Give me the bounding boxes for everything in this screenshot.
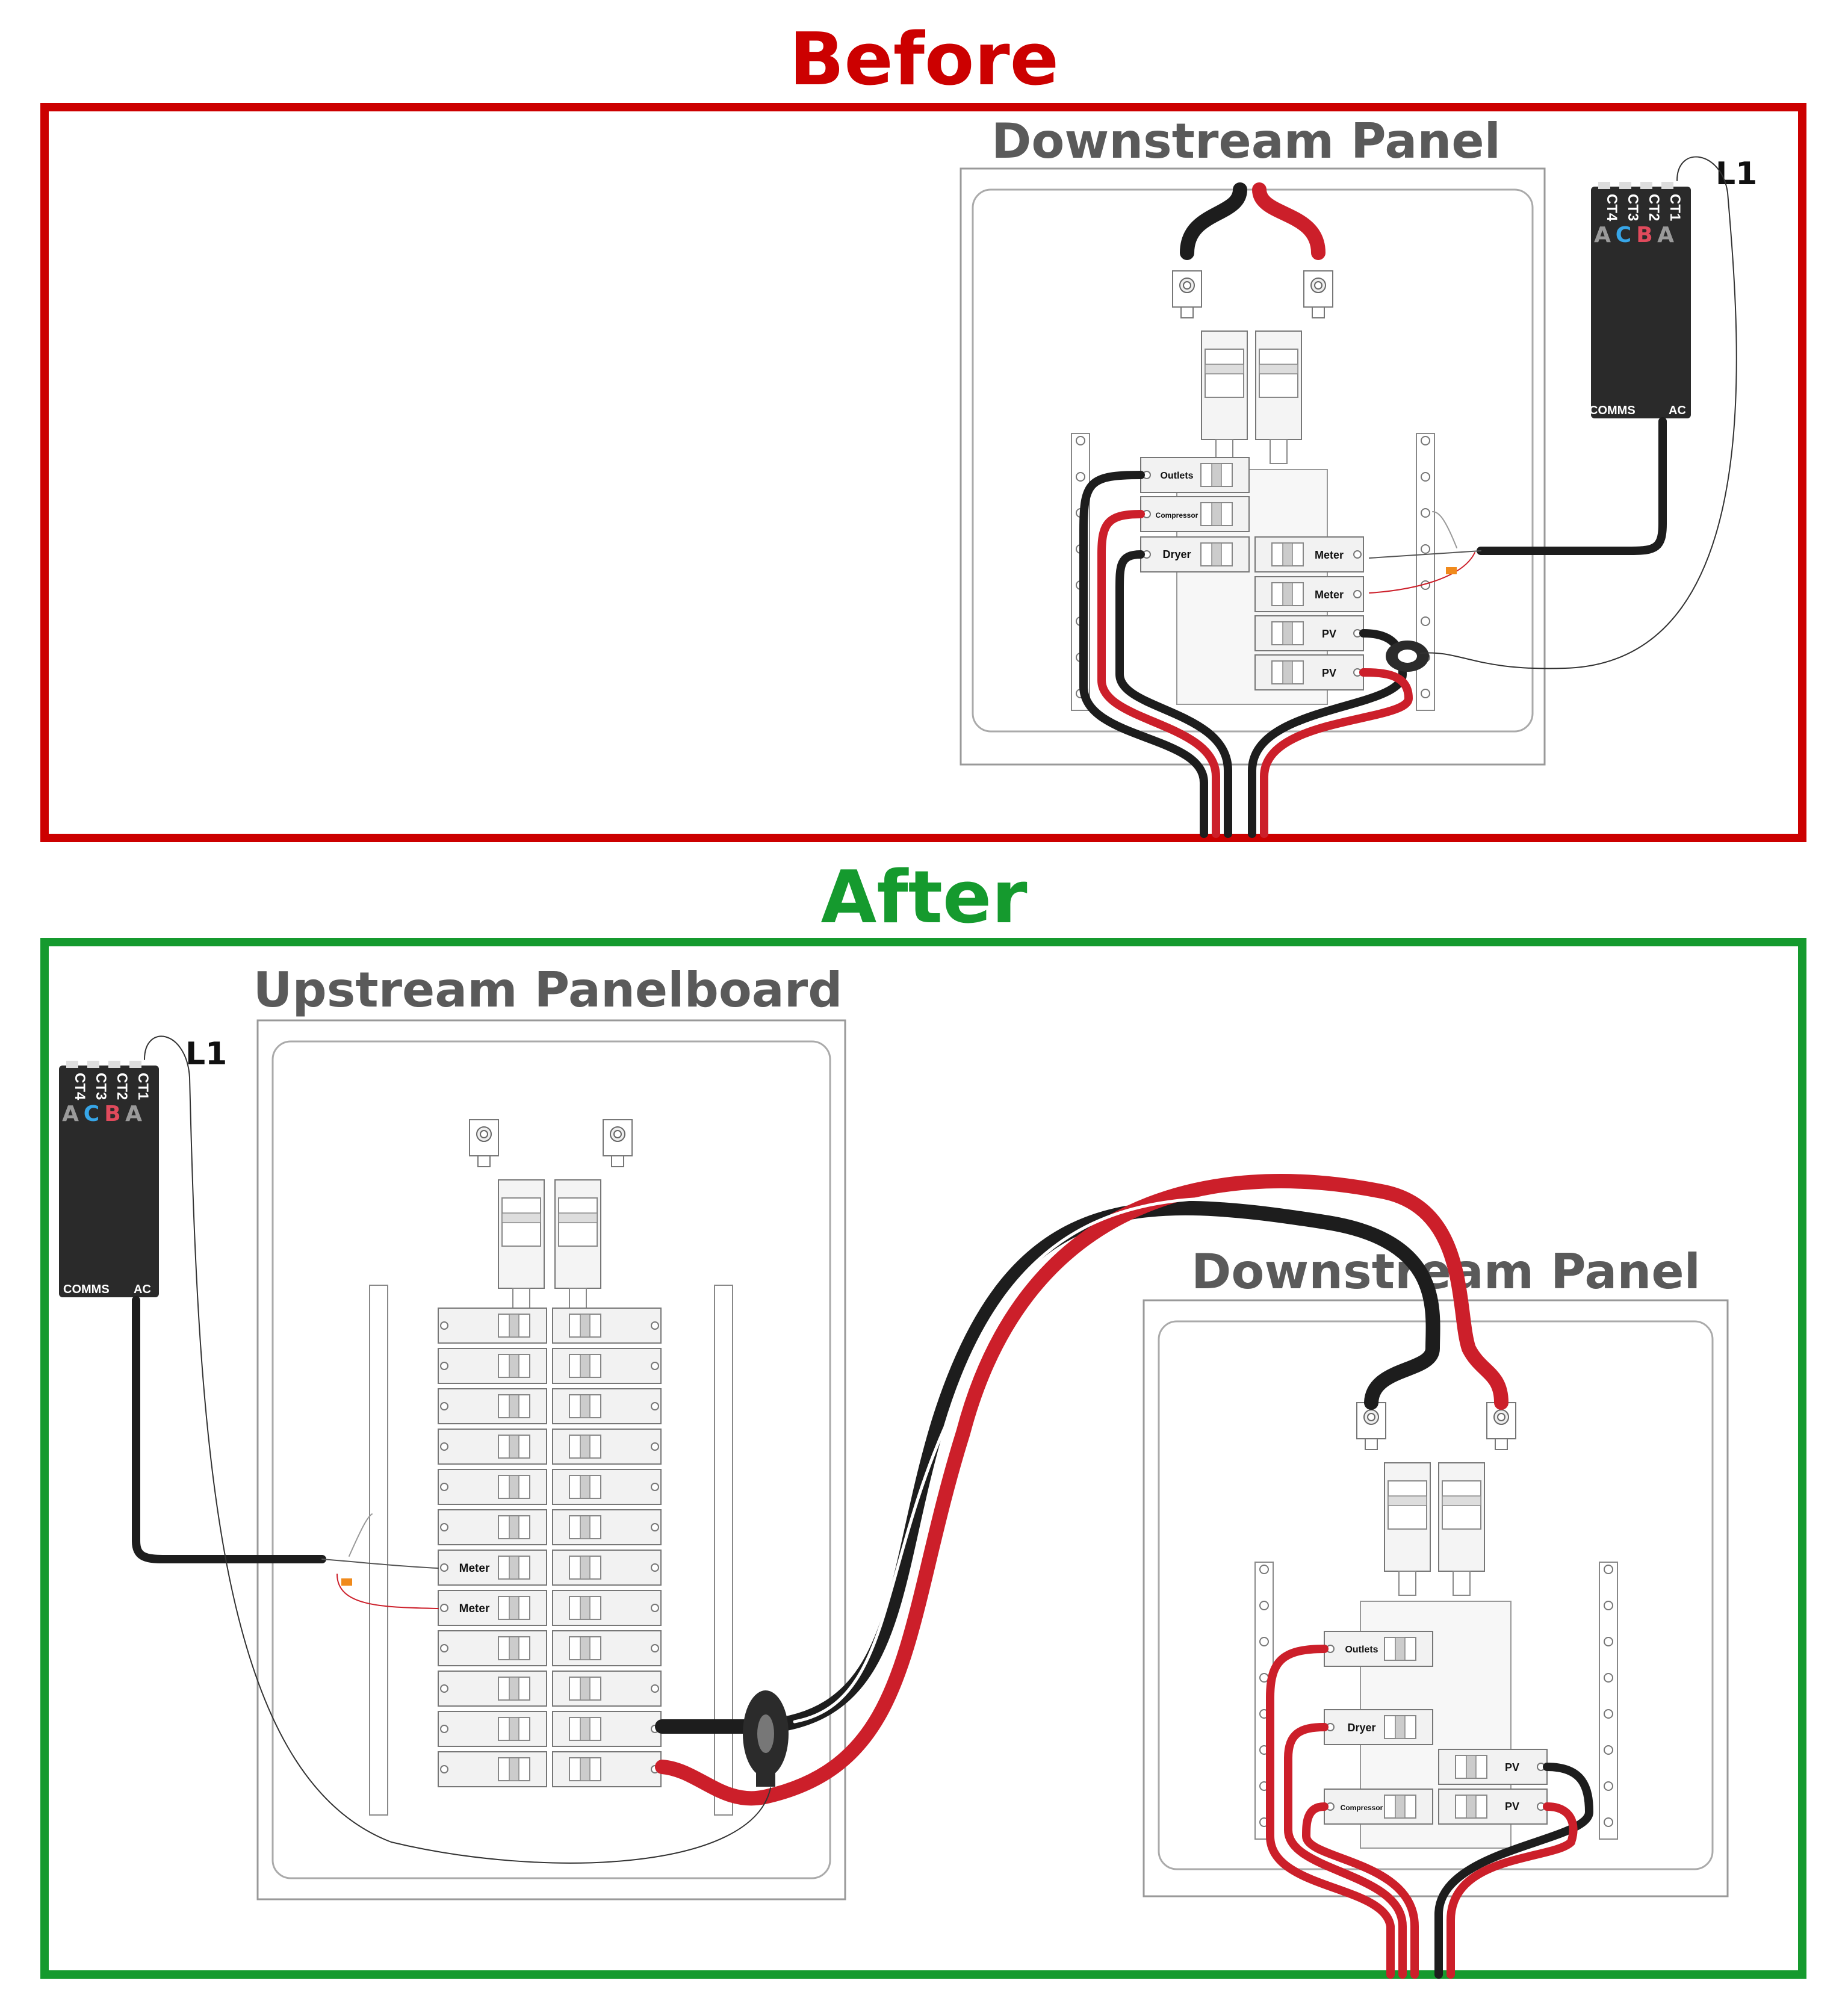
after-downstream-branch-cables [1266,1645,1594,1979]
upstream-panelboard [256,1019,846,1900]
upstream-breaker-meter-2: Meter [459,1602,490,1615]
before-breaker-pv-1: PV [1322,628,1336,640]
after-breaker-pv-2: PV [1505,1801,1519,1813]
after-comms-label: COMMS [63,1283,110,1296]
before-ct3-label: CT3 [1625,194,1641,221]
after-breaker-compressor: Compressor [1341,1804,1383,1812]
before-ct2-label: CT2 [1646,194,1662,221]
after-ct-clamp [743,1690,789,1787]
before-monitor [1591,182,1691,418]
after-breaker-dryer: Dryer [1347,1722,1375,1734]
before-feed-cables [1079,182,1413,838]
after-ct4-label: CT4 [72,1073,88,1100]
after-phase-a-2: A [125,1102,142,1126]
before-ct1-label: CT1 [1667,194,1683,221]
after-phase-c: C [84,1102,99,1126]
before-ac-label: AC [1669,404,1686,417]
after-feeder-cables [655,1174,1508,1806]
before-comms-label: COMMS [1589,404,1636,417]
before-phase-a-1: A [1594,223,1611,247]
before-ct-clamp [1386,641,1429,672]
before-downstream-panel [960,167,1546,766]
after-ct3-label: CT3 [93,1073,109,1100]
after-ct1-label: CT1 [135,1073,151,1100]
before-breaker-compressor: Compressor [1156,511,1198,520]
after-breaker-outlets: Outlets [1345,1645,1378,1655]
before-breaker-meter-1: Meter [1315,549,1344,561]
after-ac-label: AC [134,1283,151,1296]
before-phase-c: C [1616,223,1631,247]
before-breaker-outlets: Outlets [1160,471,1193,481]
before-monitor-wires [1369,156,1737,669]
after-monitor-wires [132,1035,771,1864]
after-title: After [820,856,1027,940]
before-phase-b: B [1636,223,1652,247]
after-breaker-pv-1: PV [1505,1761,1519,1773]
after-ct2-label: CT2 [114,1073,130,1100]
before-ct4-label: CT4 [1604,194,1620,222]
before-phase-a-2: A [1657,223,1674,247]
after-frame [40,938,1806,1979]
after-phase-a-1: A [62,1102,79,1126]
after-monitor [59,1061,159,1297]
before-panel-title: Downstream Panel [991,113,1501,169]
before-l1-label: L1 [1716,156,1757,192]
before-breaker-meter-2: Meter [1315,589,1344,601]
before-title: Before [789,18,1059,102]
before-frame [40,103,1806,842]
after-l1-label: L1 [185,1036,227,1072]
upstream-breaker-meter-1: Meter [459,1562,490,1575]
after-phase-b: B [104,1102,120,1126]
after-downstream-panel [1143,1299,1729,1897]
before-breaker-dryer: Dryer [1162,548,1191,560]
upstream-panel-title: Upstream Panelboard [253,962,842,1018]
before-breaker-pv-2: PV [1322,667,1336,679]
